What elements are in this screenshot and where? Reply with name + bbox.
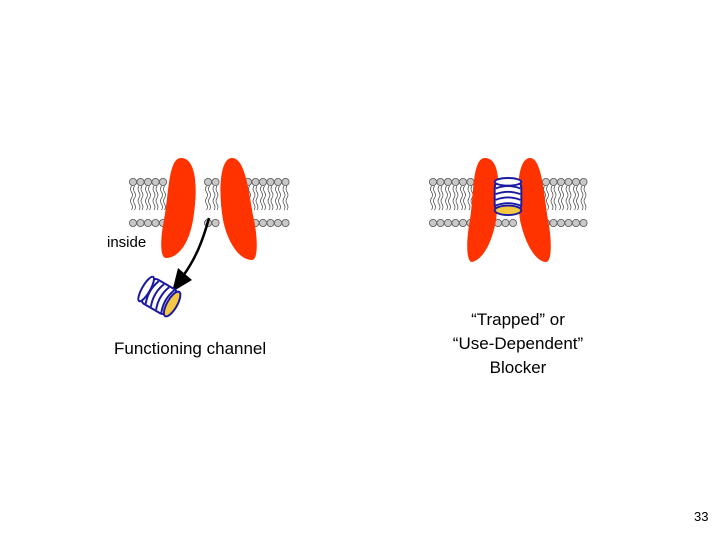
lipid-molecule (443, 177, 453, 228)
lipid-molecule (281, 177, 290, 228)
functioning-channel-caption: Functioning channel (114, 339, 267, 358)
lipid-molecule (136, 177, 145, 228)
blocker-caption-line-2: “Use-Dependent” (452, 334, 584, 353)
exit-arrow (172, 217, 211, 292)
blocker-caption-line-1: “Trapped” or (471, 310, 565, 329)
lipid-molecule (128, 177, 138, 228)
lipid-molecule (549, 177, 558, 228)
lipid-molecule (458, 177, 468, 228)
right-channel-subunit-right (518, 158, 551, 262)
slide-number: 33 (694, 509, 709, 524)
inside-label: inside (107, 234, 147, 251)
lipid-molecule (557, 177, 565, 228)
lipid-molecule (258, 177, 268, 228)
trapped-blocker-icon (493, 177, 523, 217)
lipid-molecule (564, 177, 573, 228)
lipid-molecule (428, 177, 438, 228)
lipid-molecule (436, 177, 445, 228)
lipid-molecule (579, 177, 588, 228)
left-channel-subunit-left (161, 158, 196, 258)
lipid-molecule (451, 177, 460, 228)
blocker-caption-line-3: Blocker (489, 358, 547, 377)
lipid-molecule (266, 177, 275, 228)
lipid-molecule (572, 177, 580, 228)
lipid-molecule (143, 177, 153, 228)
blocker-caption: “Trapped” or “Use-Dependent” Blocker (430, 308, 606, 380)
left-channel-subunit-right (220, 158, 257, 260)
lipid-molecule (211, 177, 220, 228)
lipid-molecule (151, 177, 160, 228)
lipid-molecule (273, 177, 283, 228)
right-channel-subunit-left (467, 158, 499, 262)
